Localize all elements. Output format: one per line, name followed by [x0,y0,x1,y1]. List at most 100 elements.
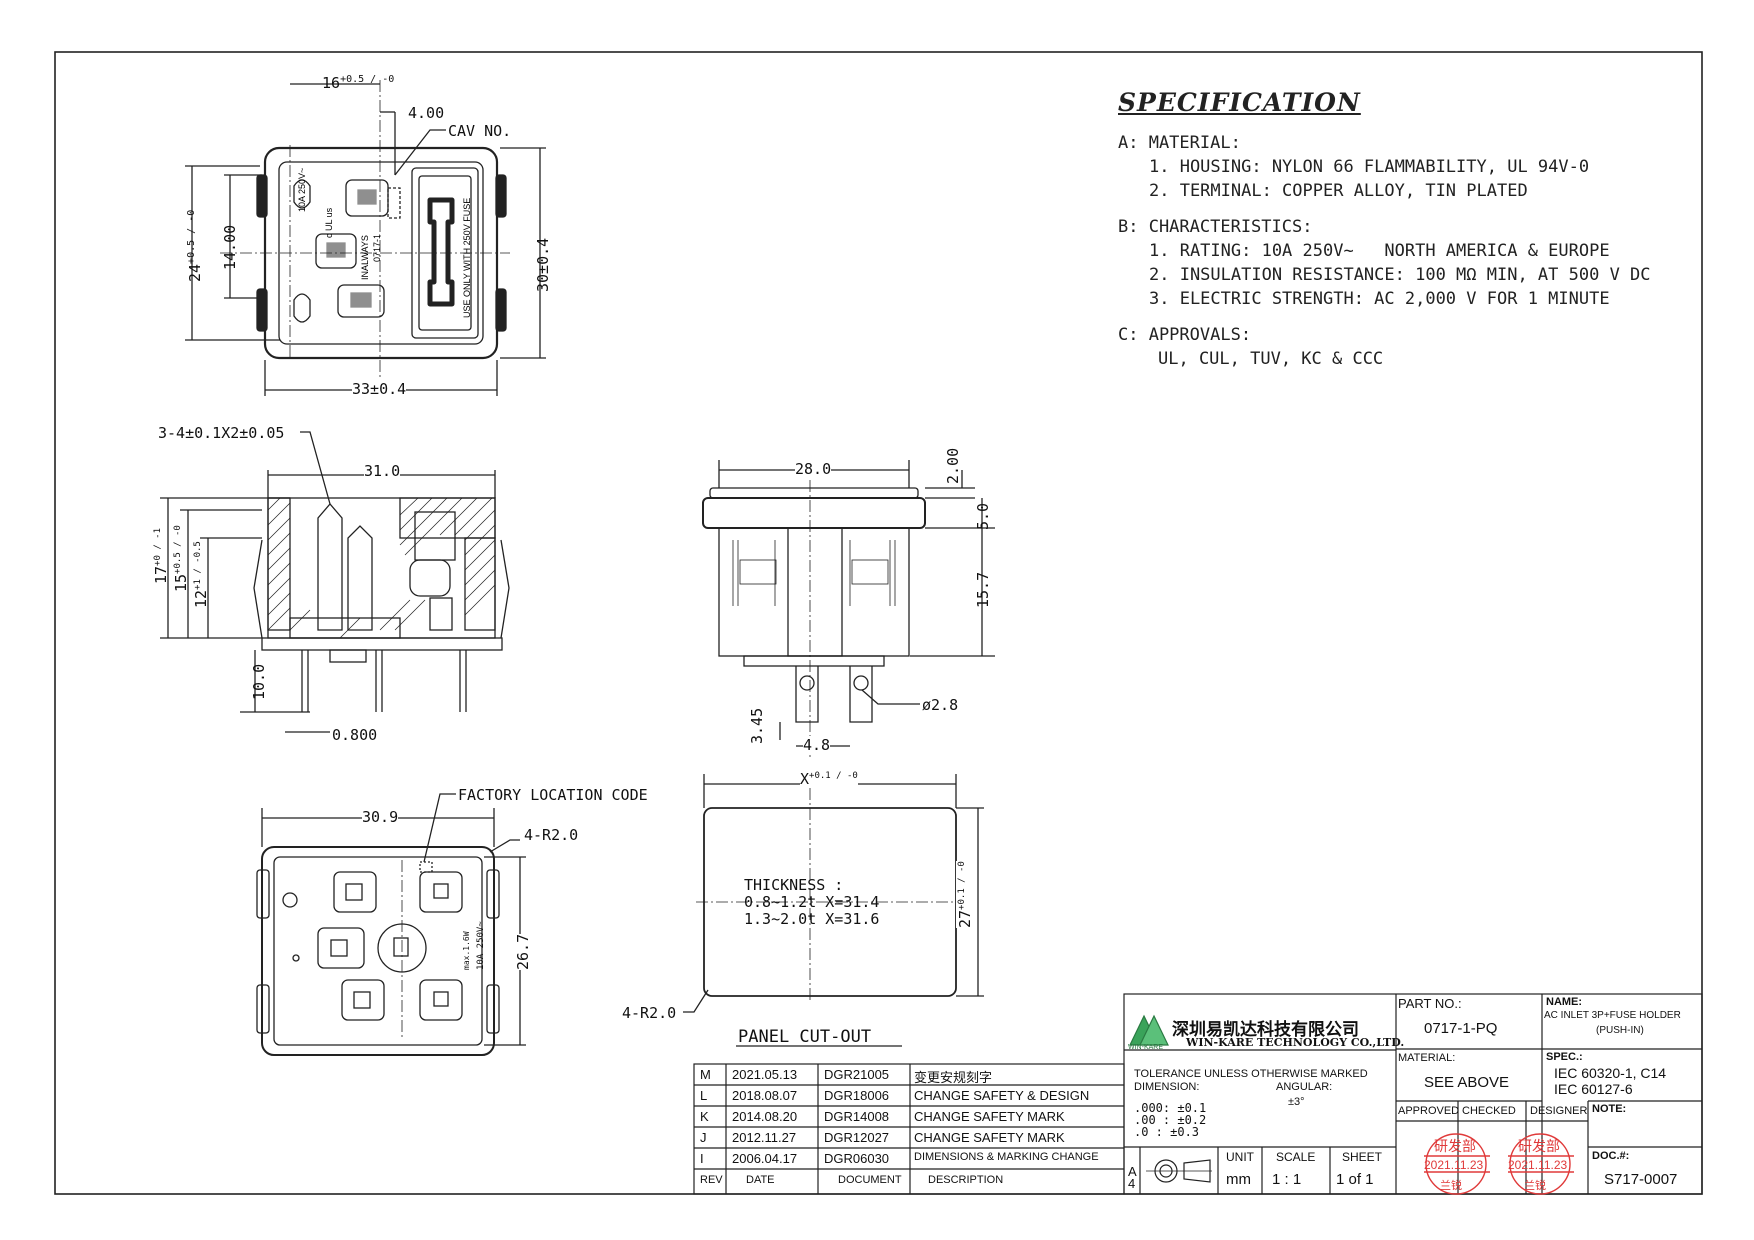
dim-side-width: 31.0 [364,462,401,480]
revision-cell-rev: I [700,1151,704,1166]
revision-cell-date: 2021.05.13 [732,1067,798,1082]
part-no-value: 0717-1-PQ [1424,1020,1498,1037]
revision-cell-desc: 变更安规刻字 [914,1070,993,1085]
note-label: NOTE: [1592,1103,1627,1115]
stamp-1-name: 兰锐 [1440,1180,1462,1192]
spec-approvals: UL, CUL, TUV, KC & CCC [1158,349,1384,369]
company-name-en: WIN-KARE TECHNOLOGY CO.,LTD. [1186,1036,1405,1049]
revision-cell-rev: K [700,1109,709,1124]
revision-header-doc: DOCUMENT [838,1174,902,1186]
revision-cell-rev: J [700,1130,707,1145]
sheet-label: SHEET [1342,1150,1383,1164]
angular-label: ANGULAR: [1276,1081,1333,1093]
stamp-1-dept: 研发部 [1434,1139,1476,1155]
doc-label: DOC.#: [1592,1150,1630,1162]
revision-table-grid [693,1063,1125,1195]
dim-top-offset: 4.00 [408,104,445,122]
dim-cutout-x: X+0.1 / -0 [800,770,858,788]
revision-cell-desc: CHANGE SAFETY MARK [914,1130,1065,1145]
dim-front-5: 5.0 [974,502,992,530]
dim-bottom-height: 26.7 [514,933,532,970]
dim-side-pin-thick: 0.800 [332,726,378,744]
dim-side-terminal: 3-4±0.1X2±0.05 [158,424,285,442]
name-line-1: AC INLET 3P+FUSE HOLDER [1544,1010,1681,1021]
material-label: MATERIAL: [1398,1052,1456,1064]
spec-characteristic-item: 1. RATING: 10A 250V~ NORTH AMERICA & EUR… [1149,241,1610,261]
company-name-cn: 深圳易凯达科技有限公司 [1172,1020,1359,1040]
unit-label: UNIT [1226,1150,1254,1164]
approved-label: APPROVED [1398,1105,1460,1117]
cutout-thickness-1: 0.8~1.2t X=31.4 [744,893,880,911]
dim-side-15: 15+0.5 / -0 [172,525,190,592]
spec-material-item: 1. HOUSING: NYLON 66 FLAMMABILITY, UL 94… [1149,157,1590,177]
top-marking-ul: c UL us [324,207,334,238]
checked-label: CHECKED [1462,1105,1516,1117]
revision-header-date: DATE [746,1174,775,1186]
revision-cell-desc: DIMENSIONS & MARKING CHANGE [914,1151,1099,1163]
material-value: SEE ABOVE [1424,1074,1510,1091]
dim-side-17: 17+0 / -1 [152,528,170,584]
dim-top-height: 30±0.4 [534,237,552,292]
tolerance-3: .0 : ±0.3 [1134,1125,1200,1139]
revision-cell-doc: DGR06030 [824,1151,890,1166]
dim-cutout-radius: 4-R2.0 [622,1004,677,1022]
tolerance-1: .000: ±0.1 [1134,1101,1207,1115]
revision-cell-date: 2014.08.20 [732,1109,798,1124]
dim-side-pin-length: 10.0 [250,663,268,700]
revision-cell-doc: DGR14008 [824,1109,890,1124]
revision-cell-desc: CHANGE SAFETY MARK [914,1109,1065,1124]
spec-characteristic-item: 3. ELECTRIC STRENGTH: AC 2,000 V FOR 1 M… [1149,289,1610,309]
dim-cutout-27: 27+0.1 / -0 [956,861,974,928]
tolerance-title: TOLERANCE UNLESS OTHERWISE MARKED [1134,1068,1368,1080]
spec-characteristic-item: 2. INSULATION RESISTANCE: 100 MΩ MIN, AT… [1149,265,1651,285]
revision-cell-desc: CHANGE SAFETY & DESIGN [914,1088,1090,1103]
stamp-2-name: 兰锐 [1524,1180,1546,1192]
dim-bottom-width: 30.9 [362,808,399,826]
sheet-size-4: 4 [1128,1176,1136,1191]
specification-panel: SPECIFICATION A: MATERIAL: 1. HOUSING: N… [1118,88,1651,371]
dim-top-24: 24+0.5 / -0 [186,209,204,282]
dim-front-345: 3.45 [748,707,766,744]
spec-material-header: A: MATERIAL: [1118,133,1241,153]
cutout-thickness-2: 1.3~2.0t X=31.6 [744,910,880,928]
unit-value: mm [1226,1171,1251,1188]
company-logo-text: WIN-KARE [1128,1044,1163,1051]
dim-top-pitch: 14.00 [221,224,239,270]
panel-cutout-title: PANEL CUT-OUT [738,1027,872,1047]
spec-material-item: 2. TERMINAL: COPPER ALLOY, TIN PLATED [1149,181,1528,201]
designer-label: DESIGNER [1530,1105,1588,1117]
revision-header-desc: DESCRIPTION [928,1174,1004,1186]
dim-front-flange: 2.00 [944,447,962,484]
revision-cell-doc: DGR12027 [824,1130,890,1145]
revision-cell-rev: M [700,1067,711,1082]
dim-front-width: 28.0 [795,460,832,478]
dim-side-12: 12+1 / -0.5 [192,541,210,608]
top-marking-model: 0717-1 [372,234,382,262]
bottom-marking-2: max.1.6W [462,931,471,970]
front-view [702,460,995,760]
dim-bottom-radius: 4-R2.0 [524,826,579,844]
part-no-label: PART NO.: [1398,996,1462,1011]
name-label: NAME: [1546,996,1583,1008]
dim-top-width: 33±0.4 [352,380,407,398]
dim-front-hole: ø2.8 [922,696,959,714]
spec-approvals-header: C: APPROVALS: [1118,325,1252,345]
tolerance-2: .00 : ±0.2 [1134,1113,1207,1127]
stamp-1-date: 2021.11.23 [1424,1158,1484,1172]
label-factory-code: FACTORY LOCATION CODE [458,786,648,804]
dim-front-depth: 15.7 [974,571,992,608]
cutout-thickness-label: THICKNESS : [744,876,844,894]
revision-cell-doc: DGR21005 [824,1067,890,1082]
stamp-2-date: 2021.11.23 [1508,1158,1568,1172]
revision-cell-date: 2012.11.27 [732,1130,797,1145]
scale-label: SCALE [1276,1150,1316,1164]
doc-number: S717-0007 [1604,1171,1678,1188]
specification-title: SPECIFICATION [1118,88,1361,117]
bottom-view [256,793,526,1056]
sheet-size-a: A [1128,1164,1137,1179]
top-marking-always: INALWAYS [360,235,370,280]
name-line-2: (PUSH-IN) [1596,1025,1644,1036]
title-block-grid [1123,993,1703,1195]
revision-cell-date: 2006.04.17 [732,1151,798,1166]
